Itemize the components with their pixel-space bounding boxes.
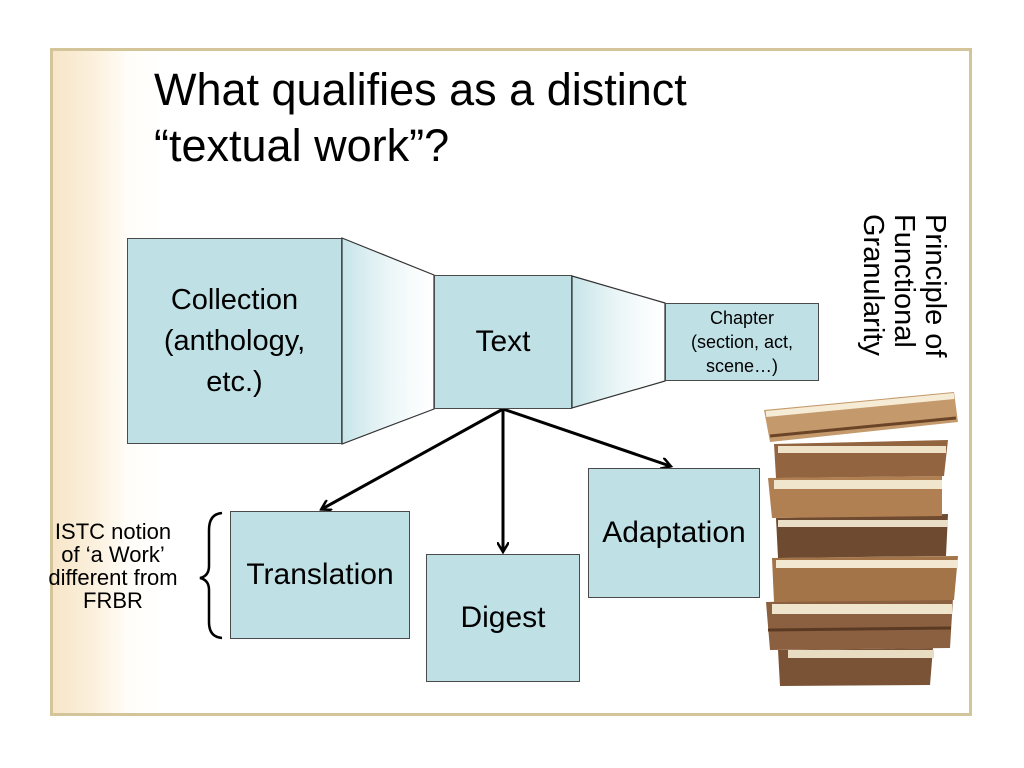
adaptation-box: Adaptation bbox=[588, 468, 760, 598]
title-line-1: What qualifies as a distinct bbox=[154, 64, 687, 115]
principle-line-1: Principle of bbox=[919, 214, 951, 358]
istc-note: ISTC notion of ‘a Work’ different from F… bbox=[18, 520, 208, 612]
slide-title: What qualifies as a distinct “textual wo… bbox=[154, 62, 854, 174]
collection-box: Collection (anthology, etc.) bbox=[127, 238, 342, 444]
chapter-line-2: (section, act, bbox=[690, 332, 794, 352]
principle-label: Principle of Functional Granularity bbox=[857, 214, 951, 358]
collection-line-2: (anthology, bbox=[163, 324, 306, 357]
adaptation-label: Adaptation bbox=[602, 516, 746, 549]
principle-line-3: Granularity bbox=[857, 214, 889, 356]
funnel-text-to-chapter bbox=[571, 275, 666, 409]
curly-brace bbox=[199, 511, 223, 640]
text-label: Text bbox=[475, 325, 531, 358]
collection-line-3: etc.) bbox=[206, 365, 263, 398]
digest-label: Digest bbox=[460, 601, 546, 634]
chapter-box: Chapter (section, act, scene…) bbox=[665, 303, 819, 381]
istc-note-line-4: FRBR bbox=[83, 588, 143, 613]
translation-label: Translation bbox=[246, 558, 394, 591]
funnel-collection-to-text bbox=[341, 237, 435, 445]
istc-note-line-3: different from bbox=[48, 565, 178, 590]
principle-line-2: Functional bbox=[888, 214, 920, 348]
digest-box: Digest bbox=[426, 554, 580, 682]
chapter-line-3: scene…) bbox=[705, 356, 778, 376]
chapter-line-1: Chapter bbox=[709, 308, 775, 328]
text-box: Text bbox=[434, 275, 572, 409]
translation-box: Translation bbox=[230, 511, 410, 639]
istc-note-line-1: ISTC notion bbox=[54, 519, 172, 544]
title-line-2: “textual work”? bbox=[154, 120, 450, 171]
arrow-to-adaptation bbox=[502, 407, 670, 466]
collection-line-1: Collection bbox=[170, 283, 299, 316]
arrow-to-translation bbox=[322, 407, 504, 509]
books-icon bbox=[764, 392, 958, 686]
istc-note-line-2: of ‘a Work’ bbox=[61, 542, 165, 567]
